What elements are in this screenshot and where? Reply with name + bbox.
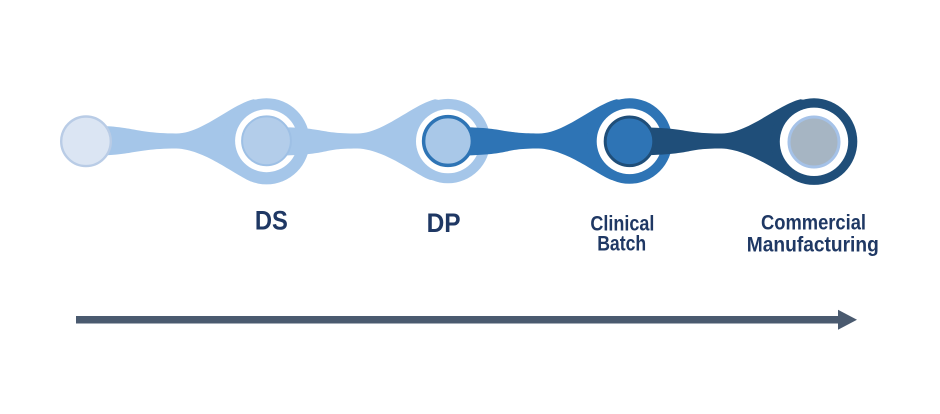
svg-text:Commercial: Commercial <box>761 212 866 235</box>
svg-text:Clinical: Clinical <box>590 212 654 235</box>
svg-text:Batch: Batch <box>597 232 646 255</box>
svg-text:Manufacturing: Manufacturing <box>747 234 879 257</box>
svg-text:DP: DP <box>427 208 461 238</box>
svg-text:DS: DS <box>255 206 288 236</box>
